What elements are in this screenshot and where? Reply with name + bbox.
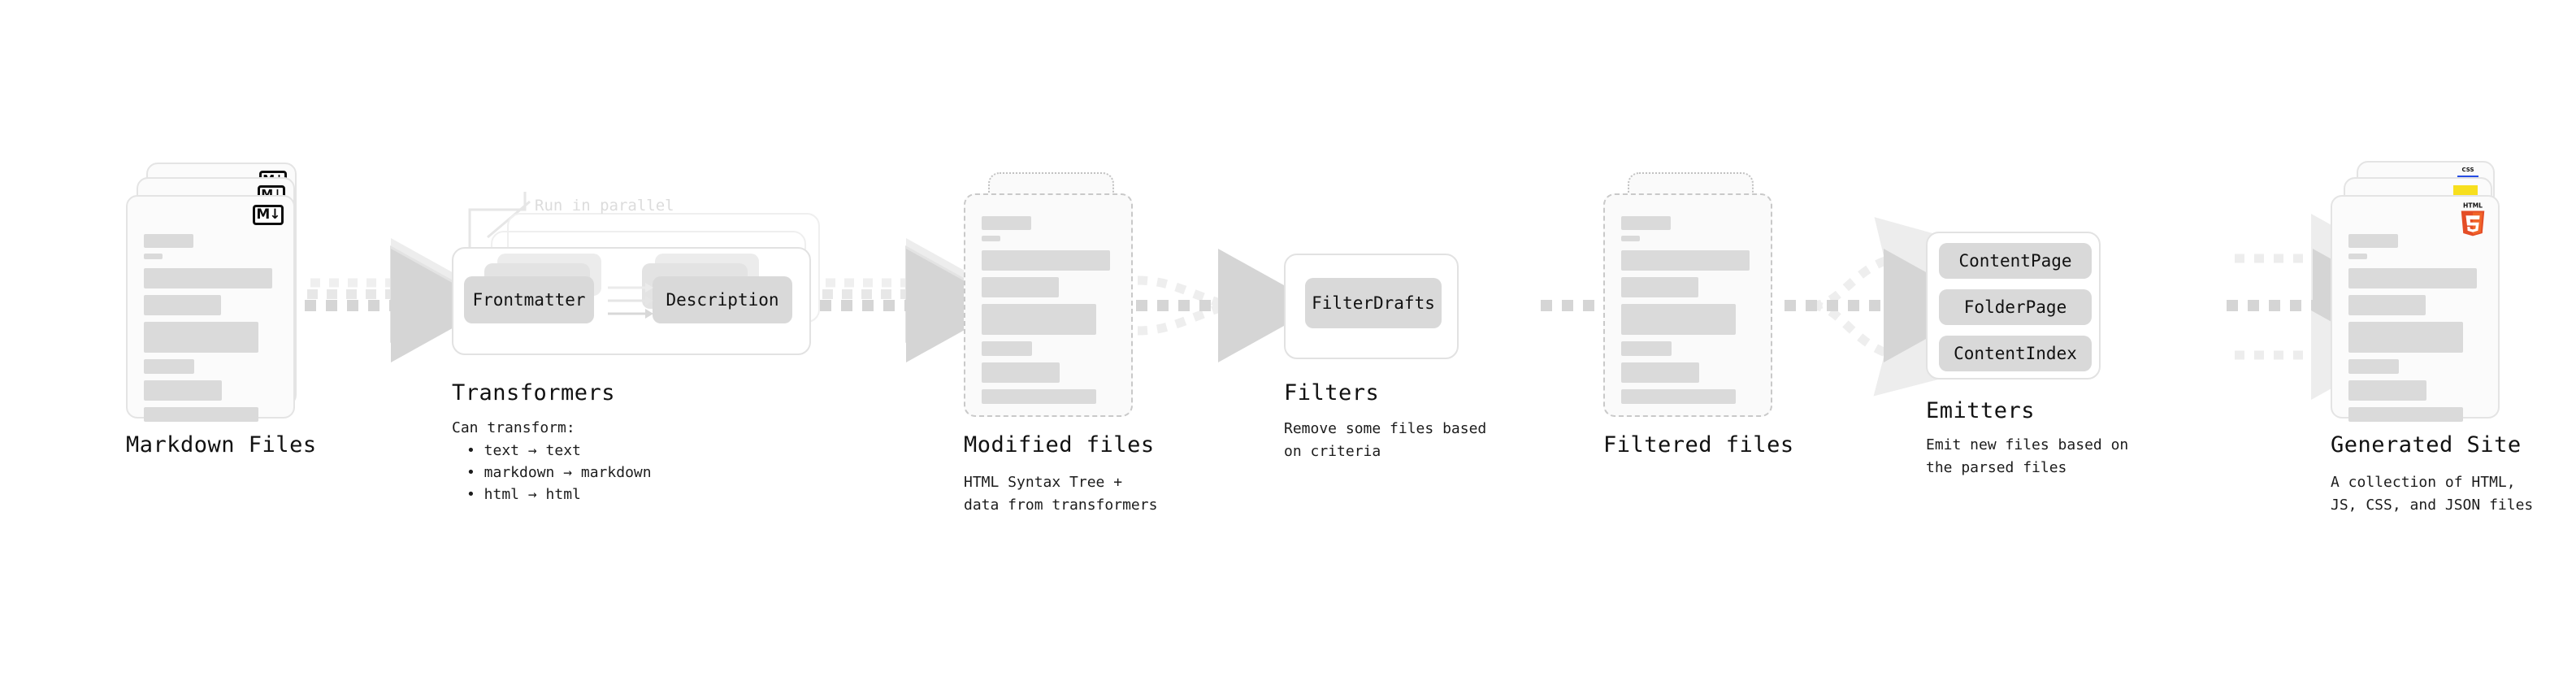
- stage-title-transformers: Transformers: [452, 380, 616, 406]
- generated-site-subtitle: A collection of HTML, JS, CSS, and JSON …: [2331, 474, 2534, 514]
- inner-transform-arrows: [608, 283, 653, 319]
- doc-placeholder-lines: [982, 216, 1117, 410]
- transformers-bullet-0: • text → text: [466, 442, 581, 459]
- doc-placeholder-lines: [144, 234, 279, 427]
- emitters-subtitle: Emit new files based on the parsed files: [1926, 436, 2129, 476]
- filters-box: FilterDrafts: [1284, 254, 1459, 359]
- arrow-transformers-to-modified: [820, 238, 1008, 362]
- arrow-markdown-to-transformers: [305, 238, 493, 362]
- emitter-chip-contentpage[interactable]: ContentPage: [1939, 243, 2092, 279]
- stage-title-markdown-files: Markdown Files: [126, 432, 317, 458]
- html5-icon: HTML: [2457, 201, 2488, 236]
- stage-title-modified-files: Modified files: [964, 432, 1155, 458]
- transformers-subtitle: Can transform:: [452, 419, 575, 436]
- emitter-chip-folderpage[interactable]: FolderPage: [1939, 289, 2092, 325]
- stage-title-filters: Filters: [1284, 380, 1380, 406]
- filter-chip-filterdrafts[interactable]: FilterDrafts: [1305, 278, 1442, 328]
- transformer-chip-frontmatter[interactable]: Frontmatter: [464, 276, 594, 323]
- doc-placeholder-lines: [1621, 216, 1756, 410]
- markdown-icon: M↓: [253, 205, 284, 225]
- stage-title-filtered-files: Filtered files: [1603, 432, 1794, 458]
- arrow-modified-to-filters: [1136, 249, 1321, 362]
- doc-placeholder-lines: [2348, 234, 2483, 427]
- transformers-bullet-2: • html → html: [466, 486, 581, 503]
- arrow-filtered-to-emitters: [1785, 217, 1986, 397]
- stage-title-emitters: Emitters: [1926, 398, 2036, 423]
- emitter-chip-contentindex[interactable]: ContentIndex: [1939, 336, 2092, 371]
- transformers-bullet-1: • markdown → markdown: [466, 464, 652, 481]
- modified-files-subtitle: HTML Syntax Tree + data from transformer…: [964, 474, 1158, 514]
- run-in-parallel-note: Run in parallel: [535, 197, 674, 215]
- site-card-html: HTML: [2331, 195, 2500, 422]
- filtered-card-front: [1603, 193, 1772, 417]
- filters-subtitle: Remove some files based on criteria: [1284, 420, 1487, 460]
- svg-text:HTML: HTML: [2463, 202, 2483, 210]
- markdown-card-front: M↓: [126, 195, 295, 422]
- transformer-chip-description[interactable]: Description: [653, 276, 792, 323]
- stage-title-generated-site: Generated Site: [2331, 432, 2522, 458]
- transformer-box-front: Frontmatter Description: [452, 247, 811, 355]
- modified-card-front: [964, 193, 1133, 417]
- emitters-box: ContentPage FolderPage ContentIndex: [1926, 232, 2101, 380]
- arrow-emitters-to-site: [2227, 214, 2415, 400]
